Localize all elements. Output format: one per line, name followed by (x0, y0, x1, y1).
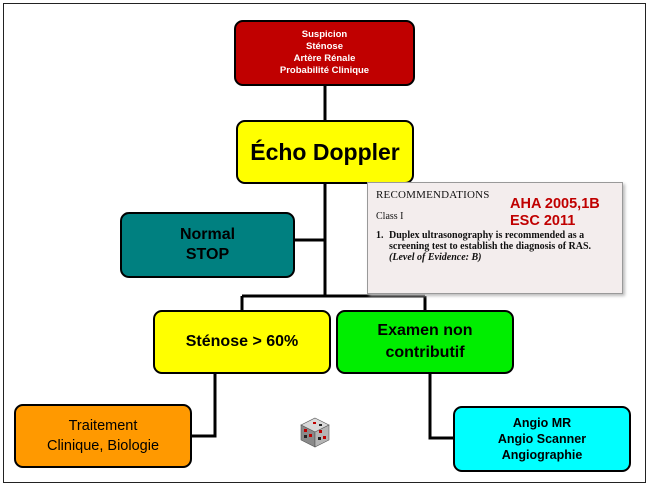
suspicion-line-2: Sténose (306, 41, 343, 52)
connector-examen-angio (428, 374, 453, 440)
angio-line-3: Angiographie (501, 448, 583, 462)
normal-line-1: Normal (179, 226, 236, 243)
examen-line-1: Examen non (377, 322, 473, 339)
traitement-line-1: Traitement (68, 418, 138, 434)
suspicion-line-1: Suspicion (301, 29, 348, 40)
traitement-node: Traitement Clinique, Biologie (14, 404, 192, 468)
stenose-label: Sténose > 60% (185, 333, 299, 350)
suspicion-node: Suspicion Sténose Artère Rénale Probabil… (234, 20, 415, 86)
normal-stop-node: Normal STOP (120, 212, 295, 278)
angio-line-2: Angio Scanner (497, 432, 587, 446)
echo-doppler-node: Écho Doppler (236, 120, 414, 184)
stenose-node: Sténose > 60% (153, 310, 331, 374)
recommendation-item: 1. Duplex ultrasonography is recommended… (376, 230, 612, 263)
recommendation-class: Class I (376, 211, 404, 222)
echo-doppler-label: Écho Doppler (250, 138, 400, 165)
examen-line-2: contributif (385, 344, 465, 361)
normal-line-2: STOP (185, 246, 230, 263)
recommendation-evidence: (Level of Evidence: B) (389, 252, 482, 263)
connector-stenose-traitement (192, 374, 217, 438)
traitement-line-2: Clinique, Biologie (46, 438, 160, 454)
suspicion-line-4: Probabilité Clinique (279, 65, 370, 76)
reference-esc: ESC 2011 (510, 213, 576, 229)
angio-line-1: Angio MR (512, 416, 572, 430)
reference-aha: AHA 2005,1B (510, 196, 600, 212)
recommendations-heading: RECOMMENDATIONS (376, 189, 490, 201)
recommendation-text: Duplex ultrasonography is recommended as… (389, 230, 592, 252)
angio-node: Angio MR Angio Scanner Angiographie (453, 406, 631, 472)
recommendations-box: RECOMMENDATIONS Class I 1. Duplex ultras… (367, 182, 623, 294)
cube-logo-icon (300, 417, 330, 448)
examen-node: Examen non contributif (336, 310, 514, 374)
recommendation-number: 1. (376, 230, 384, 241)
suspicion-line-3: Artère Rénale (293, 53, 356, 64)
